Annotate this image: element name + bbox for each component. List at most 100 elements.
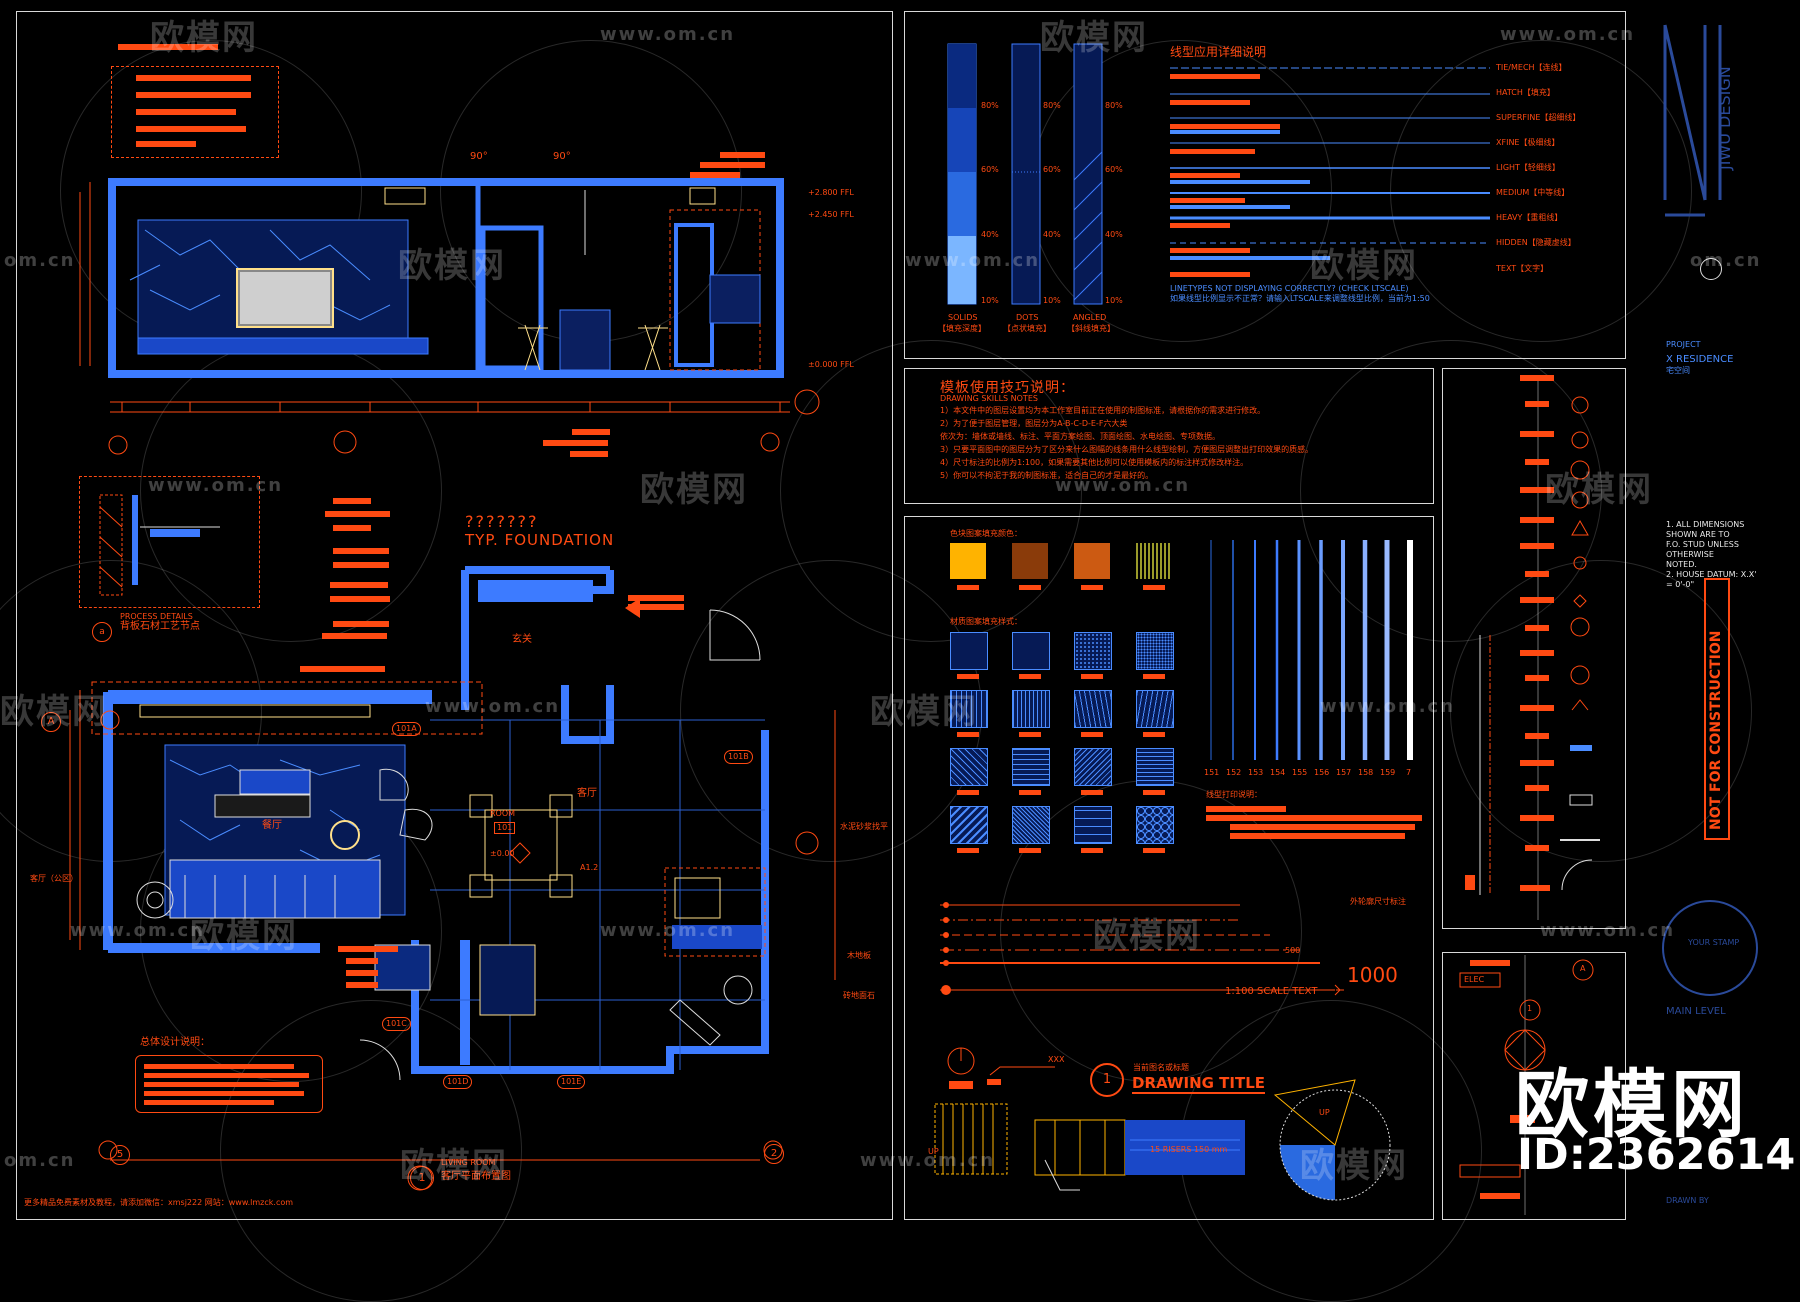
stamp-banner: NOT FOR CONSTRUCTION xyxy=(1708,630,1724,831)
scale-60-b: 60% xyxy=(1043,165,1061,174)
pen-157: 157 xyxy=(1336,768,1352,777)
room-label-room: ROOM xyxy=(490,809,516,818)
level-mark-3: ±0.000 FFL xyxy=(808,360,854,369)
pen-151: 151 xyxy=(1204,768,1220,777)
stair-note: 15 RISERS 150 mm xyxy=(1150,1145,1228,1154)
left-callout: 客厅（公区） xyxy=(30,874,78,883)
detail-caption-cn: 背板石材工艺节点 xyxy=(120,621,200,632)
north-arrow xyxy=(1700,258,1722,280)
title-block: JIWU DESIGN PROJECT X RESIDENCE 宅空间 1. A… xyxy=(1660,20,1760,1220)
scale-value: 1000 xyxy=(1347,963,1398,987)
linetype-warning-cn: 如果线型比例显示不正常？请输入LTSCALE来调整线型比例，当前为1:50 xyxy=(1170,294,1430,303)
scale-10-b: 10% xyxy=(1043,296,1061,305)
door-tag-2: 101B xyxy=(724,750,753,764)
notes-title: 总体设计说明： xyxy=(140,1037,210,1048)
linetype-tie: TIE/MECH【连线】 xyxy=(1496,63,1567,72)
pen-152: 152 xyxy=(1226,768,1242,777)
swatch-olive xyxy=(1136,543,1172,579)
linetype-samples xyxy=(1170,67,1490,277)
dim-label: 外轮廓尺寸标注 xyxy=(1350,897,1406,906)
scale-40-c: 40% xyxy=(1105,230,1123,239)
watermark-brand-12: 欧模网 xyxy=(1300,1146,1408,1186)
notes-lines: 1. ALL DIMENSIONS SHOWN ARE TO F.O. STUD… xyxy=(1666,520,1757,589)
col-label-dots-cn: 【点状填充】 xyxy=(1003,324,1051,333)
watermark-brand-9: 欧模网 xyxy=(190,916,298,956)
plan-title-cn: 客厅平面布置图 xyxy=(441,1171,511,1182)
legend-box xyxy=(111,66,279,158)
foundation-title: TYP. FOUNDATION xyxy=(465,531,615,549)
project-cn: 宅空间 xyxy=(1666,366,1690,375)
skills-panel-frame xyxy=(904,368,1434,504)
linetype-warning-en: LINETYPES NOT DISPLAYING CORRECTLY? (CHE… xyxy=(1170,284,1409,293)
watermark-brand-2: 欧模网 xyxy=(1040,18,1148,58)
col-label-solids-cn: 【填充深度】 xyxy=(938,324,986,333)
drawing-title-cn: 当前图名或标题 xyxy=(1133,1063,1189,1072)
skills-line-1: 1）本文件中的图层设置均为本工作室目前正在使用的制图标准，请根据你的需求进行修改… xyxy=(940,406,1266,415)
swatch-orange xyxy=(1074,543,1110,579)
symbol-column xyxy=(1465,375,1600,920)
linetype-superfine: SUPERFINE【超细线】 xyxy=(1496,113,1581,122)
pen-159: 159 xyxy=(1380,768,1396,777)
door-tag-5: 101E xyxy=(557,1075,586,1089)
linetype-medium: MEDIUM【中等线】 xyxy=(1496,188,1570,197)
left-sheet-frame xyxy=(16,11,893,1220)
right-callout-2: 木地板 xyxy=(847,951,871,960)
watermark-brand-8: 欧模网 xyxy=(870,692,978,732)
watermark-url-8: www.om.cn xyxy=(425,696,561,717)
stair-up-2: UP xyxy=(1319,1108,1330,1117)
pen-title: 线型打印说明： xyxy=(1206,790,1262,799)
scale-60: 60% xyxy=(981,165,999,174)
watermark-brand-6: 欧模网 xyxy=(1545,470,1653,510)
scale-text: 1:100 SCALE TEXT xyxy=(1225,986,1318,997)
xxx-label: XXX xyxy=(1048,1055,1065,1064)
symbols-panel-2-frame xyxy=(1442,952,1626,1220)
skills-line-4: 3）只要平面图中的图层分为了区分来什么图幅的线条用什么线型绘制，方便图层调整出打… xyxy=(940,445,1314,454)
symbol-tag-a: A xyxy=(1580,964,1586,973)
drawing-title-bubble: 1 xyxy=(1090,1063,1124,1097)
skills-line-6: 5）你可以不拘泥于我的制图标准，适合自己的才是最好的。 xyxy=(940,471,1154,480)
level-label: MAIN LEVEL xyxy=(1666,1006,1726,1017)
linetype-heavy: HEAVY【重粗线】 xyxy=(1496,213,1563,222)
right-callout-3: 砖地面石 xyxy=(843,991,875,1000)
watermark-url-12: www.om.cn xyxy=(1540,920,1676,941)
skills-line-3: 依次为：墙体或墙线、标注、平面方案绘图、顶面绘图、水电绘图、专项数据。 xyxy=(940,432,1220,441)
elevation-drawing xyxy=(79,178,820,455)
detail-bubble: a xyxy=(92,622,112,642)
linetype-header: 线型应用详细说明 xyxy=(1170,45,1267,59)
right-callout-1: 水泥砂浆找平 xyxy=(840,822,888,831)
watermark-url-13: om.cn xyxy=(4,1150,76,1171)
notes-box xyxy=(135,1055,323,1113)
logo-text: JIWU DESIGN xyxy=(1715,66,1734,170)
hatch-title: 材质图案填充样式： xyxy=(950,617,1022,626)
room-label-level: ±0.00 xyxy=(490,849,515,858)
plan-title-en: LIVING ROOM xyxy=(441,1158,496,1167)
col-label-angled: ANGLED xyxy=(1073,313,1107,322)
watermark-url-1: www.om.cn xyxy=(600,24,736,45)
symbol-tag-elec: ELEC xyxy=(1464,975,1485,984)
pen-154: 154 xyxy=(1270,768,1286,777)
door-tag-1: 101A xyxy=(392,722,421,736)
watermark-url-11: www.om.cn xyxy=(600,920,736,941)
project-label: PROJECT xyxy=(1666,340,1701,349)
symbols-panel-frame xyxy=(1442,368,1626,929)
symbol-column-2 xyxy=(1459,955,1594,1215)
pen-153: 153 xyxy=(1248,768,1264,777)
watermark-brand-3: 欧模网 xyxy=(398,246,506,286)
stair-up-1: UP xyxy=(928,1147,939,1156)
detail-caption-en: PROCESS DETAILS xyxy=(120,612,193,621)
skills-title-en: DRAWING SKILLS NOTES xyxy=(940,394,1038,403)
room-label-foyer: 玄关 xyxy=(512,634,532,645)
footer-note: 更多精品免费素材及教程，请添加微信：xmsj222 网站：www.lmzck.c… xyxy=(24,1198,294,1207)
watermark-url-10: www.om.cn xyxy=(70,920,206,941)
watermark-url-5: om.cn xyxy=(1690,250,1762,271)
watermark-brand-5: 欧模网 xyxy=(640,470,748,510)
swatch-yellow xyxy=(950,543,986,579)
room-label-grid: A1.2 xyxy=(580,863,599,872)
floor-plan xyxy=(69,566,836,1191)
symbol-tag-1: 1 xyxy=(1527,1004,1533,1013)
pen-7: 7 xyxy=(1406,768,1412,777)
linetype-hatch: HATCH【填充】 xyxy=(1496,88,1555,97)
foundation-question: ??????? xyxy=(465,512,539,531)
scale-60-c: 60% xyxy=(1105,165,1123,174)
skills-line-2: 2）为了便于图层管理，图层分为A-B-C-D-E-F六大类 xyxy=(940,419,1128,428)
